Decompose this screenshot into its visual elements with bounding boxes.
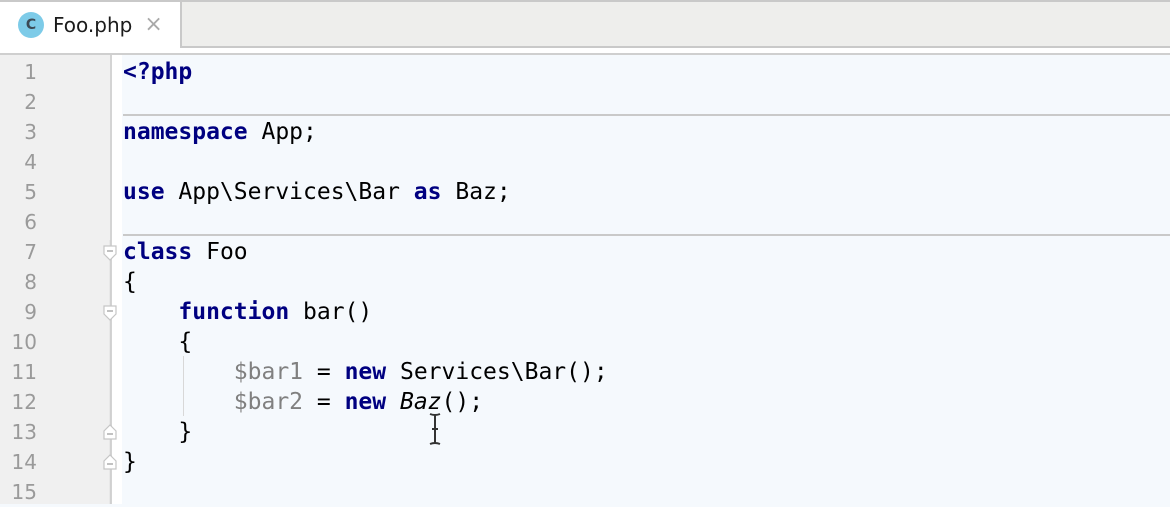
line-number: 13 [11,420,37,444]
code-line[interactable]: use App\Services\Bar as Baz; [123,177,511,207]
fold-area [112,55,122,504]
tab-bar-border [0,46,1170,48]
keyword-token: use [123,179,165,205]
keyword-token: new [344,359,387,385]
code-token: { [123,269,137,295]
code-token: App\Services\Bar [164,179,414,205]
keyword-token: function [178,299,290,325]
tab-bar [0,0,1170,47]
line-number: 11 [11,360,37,384]
tab-foo-php[interactable]: C Foo.php × [0,2,182,48]
editor-top-border [0,53,1170,55]
code-token [386,389,400,415]
method-separator [123,114,1170,116]
line-number: 3 [24,120,37,144]
keyword-token: <?php [123,59,193,85]
code-token [123,299,178,325]
fold-open-icon[interactable] [103,305,117,321]
keyword-token: as [413,179,442,205]
code-line[interactable]: { [123,267,137,297]
code-line[interactable]: $bar1 = new Services\Bar(); [123,357,608,387]
code-token: { [123,329,193,355]
code-token: bar() [289,299,373,325]
tab-gap [0,48,1170,53]
variable-token: $bar1 [233,359,304,385]
line-number: 10 [11,330,37,354]
code-line[interactable]: } [123,417,192,447]
php-class-icon: C [18,12,44,38]
code-token: = [303,359,345,385]
indent-guide [183,356,184,416]
keyword-token: namespace [123,119,248,145]
tab-label: Foo.php [53,13,133,37]
code-line[interactable]: <?php [123,57,192,87]
code-line[interactable]: class Foo [123,237,248,267]
code-token: App; [247,119,317,145]
fold-close-icon[interactable] [103,424,117,440]
code-token [123,389,234,415]
code-line[interactable]: { [123,327,192,357]
code-token: Foo [192,239,248,265]
line-number: 2 [24,90,37,114]
variable-token: $bar2 [233,389,304,415]
method-separator [123,234,1170,236]
line-number: 4 [24,150,37,174]
text-cursor-icon [429,413,441,445]
keyword-token: new [344,389,387,415]
line-number: 9 [24,300,37,324]
code-token: (); [441,389,484,415]
code-token: } [123,419,193,445]
keyword-token: class [123,239,193,265]
line-number: 7 [24,240,37,264]
close-icon[interactable]: × [144,12,163,37]
line-number: 14 [11,450,37,474]
code-token [123,359,234,385]
line-number: 12 [11,390,37,414]
code-line[interactable]: $bar2 = new Baz(); [123,387,483,417]
line-number: 1 [24,60,37,84]
code-line[interactable]: } [123,447,137,477]
code-line[interactable]: namespace App; [123,117,317,147]
code-token: } [123,449,137,475]
code-token: Baz; [441,179,511,205]
line-number: 8 [24,270,37,294]
gutter [0,55,110,504]
code-token: Baz [399,389,442,415]
code-token: Services\Bar(); [386,359,608,385]
line-number: 5 [24,180,37,204]
code-token: = [303,389,345,415]
line-number: 6 [24,210,37,234]
line-number: 15 [11,480,37,504]
code-line[interactable]: function bar() [123,297,372,327]
fold-close-icon[interactable] [103,454,117,470]
fold-open-icon[interactable] [103,245,117,261]
